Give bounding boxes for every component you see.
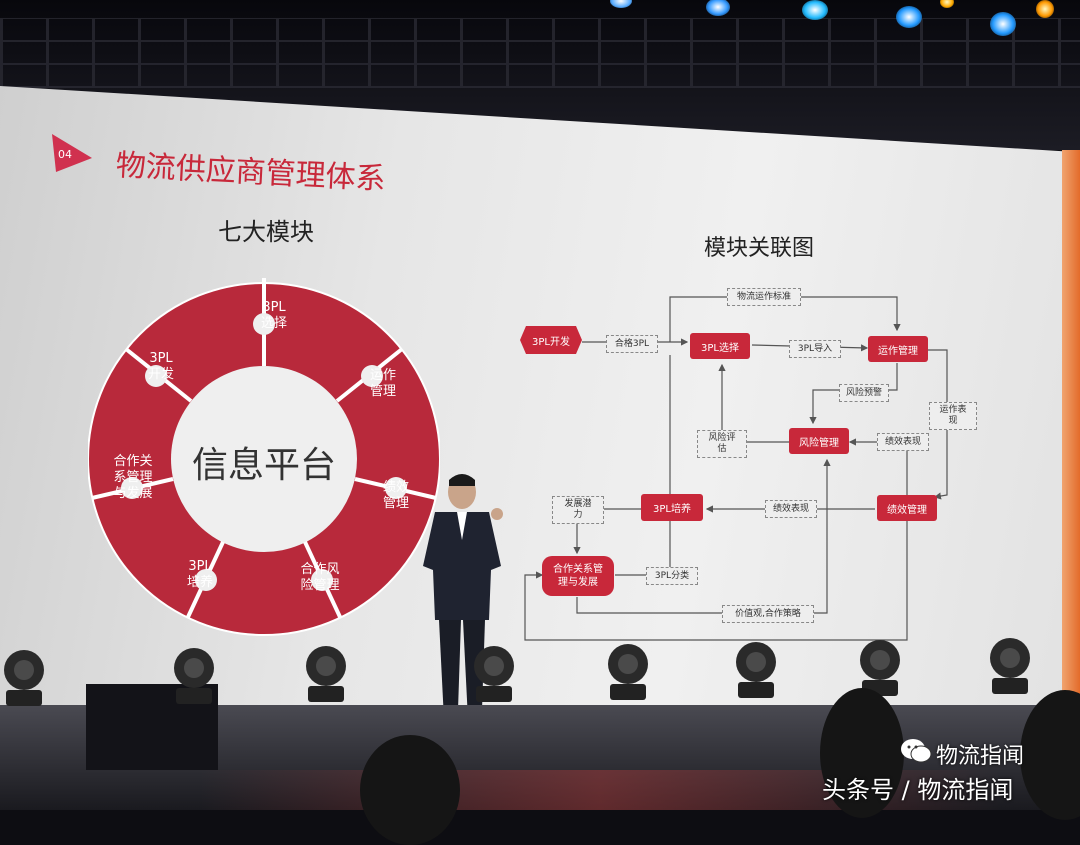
wechat-icon: [901, 739, 932, 763]
node-label: 3PL开发: [532, 336, 570, 348]
segment-label: 3PL 选择: [260, 300, 288, 331]
stage-spotlight: [706, 0, 730, 16]
watermark-source: 头条号 / 物流指闻: [822, 776, 1014, 804]
stage-spotlight: [940, 0, 954, 8]
segment-label: 绩效 管理: [382, 480, 410, 511]
right-heading: 模块关联图: [704, 236, 815, 261]
node-fengxian-guanli: 风险管理: [789, 428, 849, 454]
tag-jixiao-biaoxian: 绩效表现: [765, 500, 817, 518]
audience-head: [360, 735, 460, 845]
stage-spotlight: [802, 0, 828, 20]
tag-jiazhiguan: 价值观,合作策略: [722, 605, 814, 623]
section-number: 04: [58, 148, 72, 161]
tag-hege-3pl: 合格3PL: [606, 335, 658, 353]
node-jixiao-guanli: 绩效管理: [877, 495, 937, 521]
moving-head-light-icon: [860, 640, 900, 696]
moving-head-light-icon: [4, 650, 44, 706]
stage-spotlight: [1036, 0, 1054, 18]
node-3pl-kaifa: [520, 326, 582, 354]
moving-head-light-icon: [990, 638, 1030, 694]
center-label: 信息平台: [191, 445, 337, 486]
tag-fengxian-pinggu: 风险评 估: [697, 430, 747, 458]
moving-head-light-icon: [174, 648, 214, 704]
moving-head-light-icon: [736, 642, 776, 698]
tag-3pl-fenlei: 3PL分类: [646, 567, 698, 585]
stage-spotlight: [610, 0, 632, 8]
screen-edge-glow: [1062, 150, 1080, 710]
watermark-brand: 物流指闻: [936, 744, 1025, 769]
tag-yunzuo-biaoxian: 运作表 现: [929, 402, 977, 430]
node-hezuo-guanxi: 合作关系管 理与发展: [542, 556, 614, 596]
lighting-truss: [0, 18, 1080, 88]
moving-head-light-icon: [474, 646, 514, 702]
tag-3pl-daoru: 3PL导入: [789, 340, 841, 358]
node-yunzuo-guanli: 运作管理: [868, 336, 928, 362]
node-3pl-peiyang: 3PL培养: [641, 494, 703, 521]
moving-head-light-icon: [306, 646, 346, 702]
segment-label: 合作风 险管理: [300, 562, 340, 593]
segment-label: 3PL 开发: [147, 351, 175, 382]
audience-head: [820, 688, 904, 818]
left-heading: 七大模块: [218, 218, 314, 246]
segment-label: 合作关 系管理 与发展: [113, 454, 153, 501]
tag-fazhan-qianli: 发展潜 力: [552, 496, 604, 524]
section-badge-icon: [52, 134, 92, 172]
tag-wuliu-biaozhun: 物流运作标准: [727, 288, 801, 306]
stage-spotlight: [896, 6, 922, 28]
moving-head-light-icon: [608, 644, 648, 700]
tag-fengxian-yujing: 风险预警: [839, 384, 889, 402]
segment-label: 3PL 培养: [186, 559, 214, 590]
stage-spotlight: [990, 12, 1016, 36]
segment-label: 运作 管理: [369, 368, 397, 399]
tag-jixiao-biaoxian: 绩效表现: [877, 433, 929, 451]
node-3pl-xuanze: 3PL选择: [690, 333, 750, 359]
module-wheel: [88, 278, 440, 636]
